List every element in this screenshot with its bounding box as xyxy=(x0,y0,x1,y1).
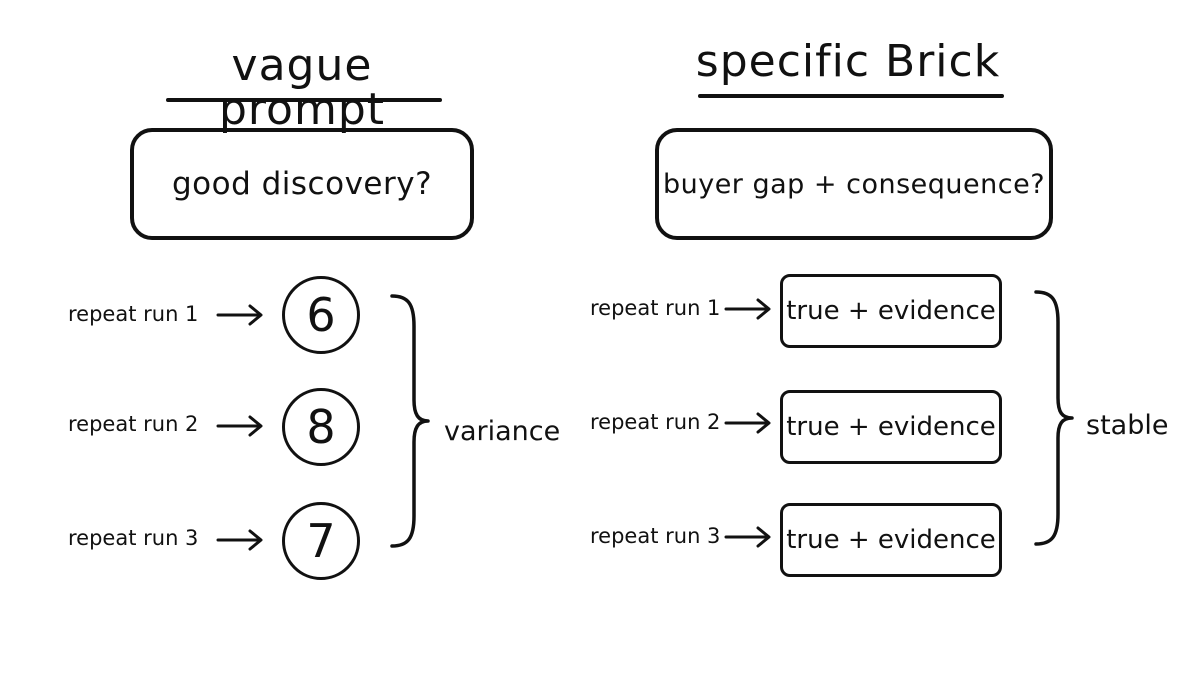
left-curly-brace-icon xyxy=(390,294,430,548)
right-question-box: buyer gap + consequence? xyxy=(655,128,1053,240)
right-panel-title: specific Brick xyxy=(695,36,1001,87)
left-brace-label: variance xyxy=(444,416,561,447)
right-question-text: buyer gap + consequence? xyxy=(662,168,1046,200)
left-run-arrow-1-icon xyxy=(216,304,263,326)
left-score-circle-3: 7 xyxy=(282,502,360,580)
left-run-label-2: repeat run 2 xyxy=(68,412,199,436)
right-run-arrow-2-icon xyxy=(724,412,771,434)
right-title-underline xyxy=(698,94,1004,98)
right-run-label-3: repeat run 3 xyxy=(590,524,721,548)
right-result-2: true + evidence xyxy=(786,412,996,442)
right-run-label-1: repeat run 1 xyxy=(590,296,721,320)
right-curly-brace-icon xyxy=(1034,290,1074,546)
right-run-label-2: repeat run 2 xyxy=(590,410,721,434)
right-result-box-2: true + evidence xyxy=(780,390,1002,464)
left-score-1: 6 xyxy=(306,288,336,342)
right-run-arrow-1-icon xyxy=(724,298,771,320)
left-panel-title: vague prompt xyxy=(218,40,385,135)
left-score-3: 7 xyxy=(306,514,336,568)
right-brace-label: stable xyxy=(1086,410,1169,441)
right-result-3: true + evidence xyxy=(786,525,996,555)
right-result-1: true + evidence xyxy=(786,296,996,326)
left-run-label-1: repeat run 1 xyxy=(68,302,199,326)
left-score-circle-2: 8 xyxy=(282,388,360,466)
left-title-underline xyxy=(166,98,442,102)
left-run-label-3: repeat run 3 xyxy=(68,526,199,550)
left-run-arrow-2-icon xyxy=(216,415,263,437)
right-result-box-3: true + evidence xyxy=(780,503,1002,577)
right-result-box-1: true + evidence xyxy=(780,274,1002,348)
left-score-2: 8 xyxy=(306,400,336,454)
left-question-text: good discovery? xyxy=(171,166,433,202)
left-run-arrow-3-icon xyxy=(216,529,263,551)
right-run-arrow-3-icon xyxy=(724,526,771,548)
left-question-box: good discovery? xyxy=(130,128,474,240)
left-score-circle-1: 6 xyxy=(282,276,360,354)
